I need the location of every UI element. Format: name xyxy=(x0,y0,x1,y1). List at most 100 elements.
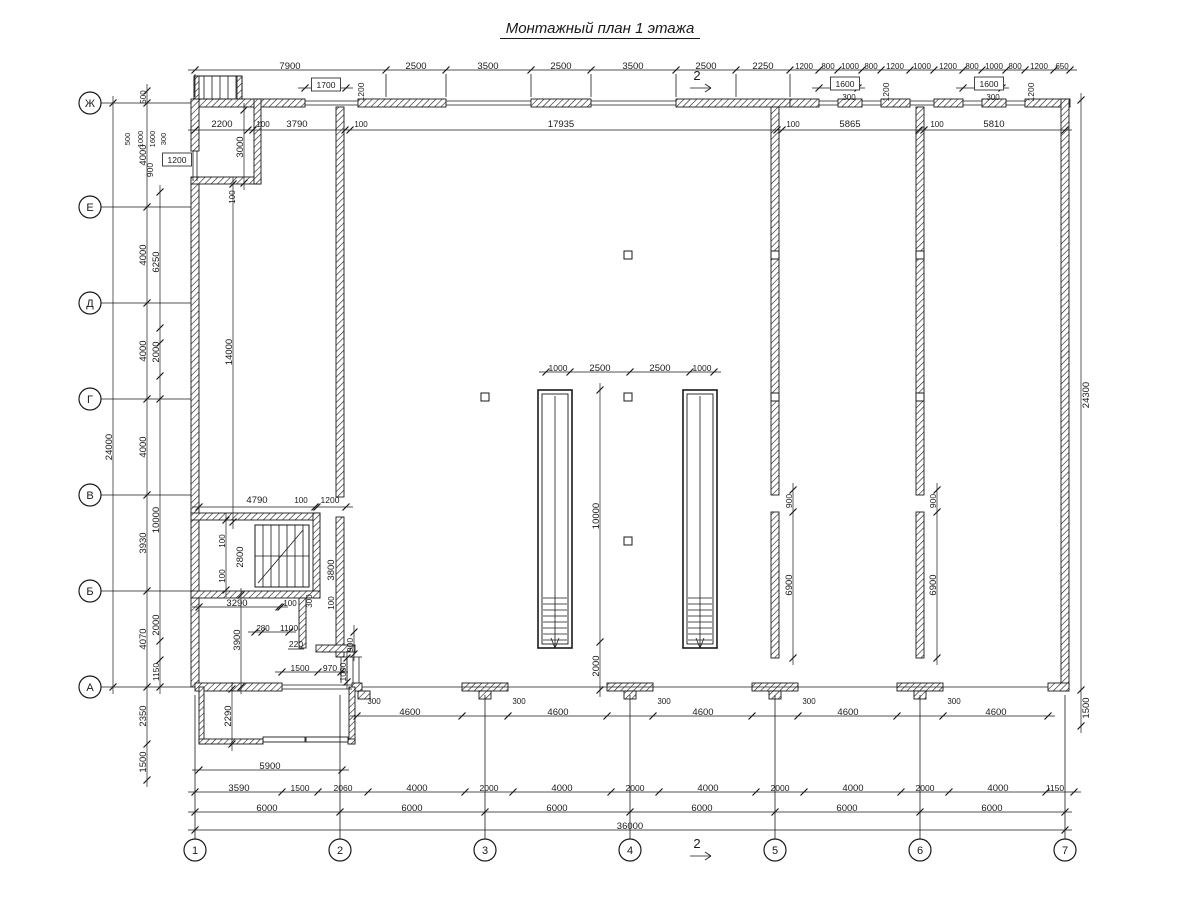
dim-label: 1700 xyxy=(317,80,336,90)
dim-tick xyxy=(789,486,797,494)
dim-tick xyxy=(1061,808,1069,816)
dim-tick xyxy=(789,508,797,516)
dim-label: 2000 xyxy=(626,783,645,793)
dim-tick xyxy=(458,712,466,720)
dim-label: 2500 xyxy=(695,61,716,72)
plan-line xyxy=(257,529,304,584)
dim-label: 3500 xyxy=(477,61,498,72)
dim-label: 2000 xyxy=(771,783,790,793)
col-axis-label: 6 xyxy=(917,845,923,857)
dim-label: 24000 xyxy=(104,434,115,460)
dim-label: 4000 xyxy=(842,783,863,794)
dim-label: 2290 xyxy=(223,705,234,726)
dim-label: 1500 xyxy=(291,783,310,793)
dim-label: 4000 xyxy=(138,144,149,165)
dim-label: 100 xyxy=(228,190,237,204)
dim-label: 1200 xyxy=(939,62,957,71)
dim-label: 500 xyxy=(139,90,148,104)
dim-tick xyxy=(258,628,266,636)
dim-tick xyxy=(442,66,450,74)
dim-label: 300 xyxy=(842,93,856,102)
dim-tick xyxy=(626,368,634,376)
dim-tick xyxy=(382,66,390,74)
dim-label: 1000 xyxy=(549,363,568,373)
dim-label: 1600 xyxy=(836,79,855,89)
dim-label: 6000 xyxy=(981,803,1002,814)
dim-label: 4600 xyxy=(837,707,858,718)
dim-tick xyxy=(301,84,309,92)
column-mark xyxy=(915,250,925,260)
dim-label: 280 xyxy=(256,624,270,633)
dim-label: 7900 xyxy=(279,61,300,72)
dim-label: 2500 xyxy=(589,363,610,374)
dim-tick xyxy=(1061,826,1069,834)
dim-label: 5865 xyxy=(839,119,860,130)
dim-label: 1000 xyxy=(136,131,145,148)
dim-label: 1200 xyxy=(356,82,366,101)
row-axis-label: В xyxy=(86,490,93,502)
dim-tick xyxy=(1077,722,1085,730)
dim-label: 4000 xyxy=(551,783,572,794)
dim-label: 4600 xyxy=(547,707,568,718)
dim-tick xyxy=(191,788,199,796)
wall-segment xyxy=(1047,682,1070,692)
wall-segment xyxy=(981,98,1007,108)
dim-label-box xyxy=(974,76,1004,91)
dim-label: 1500 xyxy=(1081,697,1092,718)
dim-tick xyxy=(109,99,117,107)
dim-tick xyxy=(195,603,203,611)
dim-tick xyxy=(655,788,663,796)
dim-label: 3290 xyxy=(226,598,247,609)
dim-label: 24300 xyxy=(1081,382,1092,408)
row-axis-circle xyxy=(78,675,102,699)
dim-label: 300 xyxy=(802,697,816,706)
wall-segment xyxy=(190,98,200,152)
dim-tick xyxy=(1021,66,1029,74)
dim-tick xyxy=(156,339,164,347)
wall-segment xyxy=(335,516,345,658)
wall-segment xyxy=(190,590,321,599)
wall-segment xyxy=(198,686,205,745)
plan-line xyxy=(704,855,712,861)
dim-tick xyxy=(342,503,350,511)
wall-segment xyxy=(933,98,964,108)
dim-tick xyxy=(596,686,604,694)
dim-label: 6000 xyxy=(256,803,277,814)
dim-tick xyxy=(285,628,293,636)
dim-tick xyxy=(916,808,924,816)
dim-tick xyxy=(933,486,941,494)
dim-tick xyxy=(338,766,346,774)
dim-tick xyxy=(672,66,680,74)
dim-label: 970 xyxy=(323,663,337,673)
dim-label: 6000 xyxy=(836,803,857,814)
dim-label: 100 xyxy=(294,496,308,505)
dim-tick xyxy=(240,179,248,187)
dim-tick xyxy=(959,66,967,74)
dim-label: 1000 xyxy=(693,363,712,373)
dim-tick xyxy=(587,66,595,74)
dim-label: 2800 xyxy=(235,546,246,567)
column-mark xyxy=(623,536,633,546)
col-axis-circle xyxy=(908,838,932,862)
section-mark-label: 2 xyxy=(693,836,700,851)
dim-tick xyxy=(314,788,322,796)
wall-segment xyxy=(298,597,307,649)
dim-label: 2500 xyxy=(550,61,571,72)
dim-label: 2500 xyxy=(649,363,670,374)
dim-label: 4790 xyxy=(246,495,267,506)
dim-tick xyxy=(156,637,164,645)
dim-tick xyxy=(350,650,358,658)
dim-label: 2000 xyxy=(151,614,162,635)
col-axis-label: 2 xyxy=(337,845,343,857)
dim-label: 4000 xyxy=(987,783,1008,794)
dim-label: 6000 xyxy=(546,803,567,814)
dim-label: 2000 xyxy=(916,783,935,793)
dim-tick xyxy=(228,685,236,693)
dim-label: 300 xyxy=(512,697,526,706)
dim-tick xyxy=(156,395,164,403)
wall-segment xyxy=(1060,98,1070,692)
dim-tick xyxy=(933,654,941,662)
dim-tick xyxy=(920,126,928,134)
dim-tick xyxy=(732,66,740,74)
dim-label: 2060 xyxy=(334,783,353,793)
